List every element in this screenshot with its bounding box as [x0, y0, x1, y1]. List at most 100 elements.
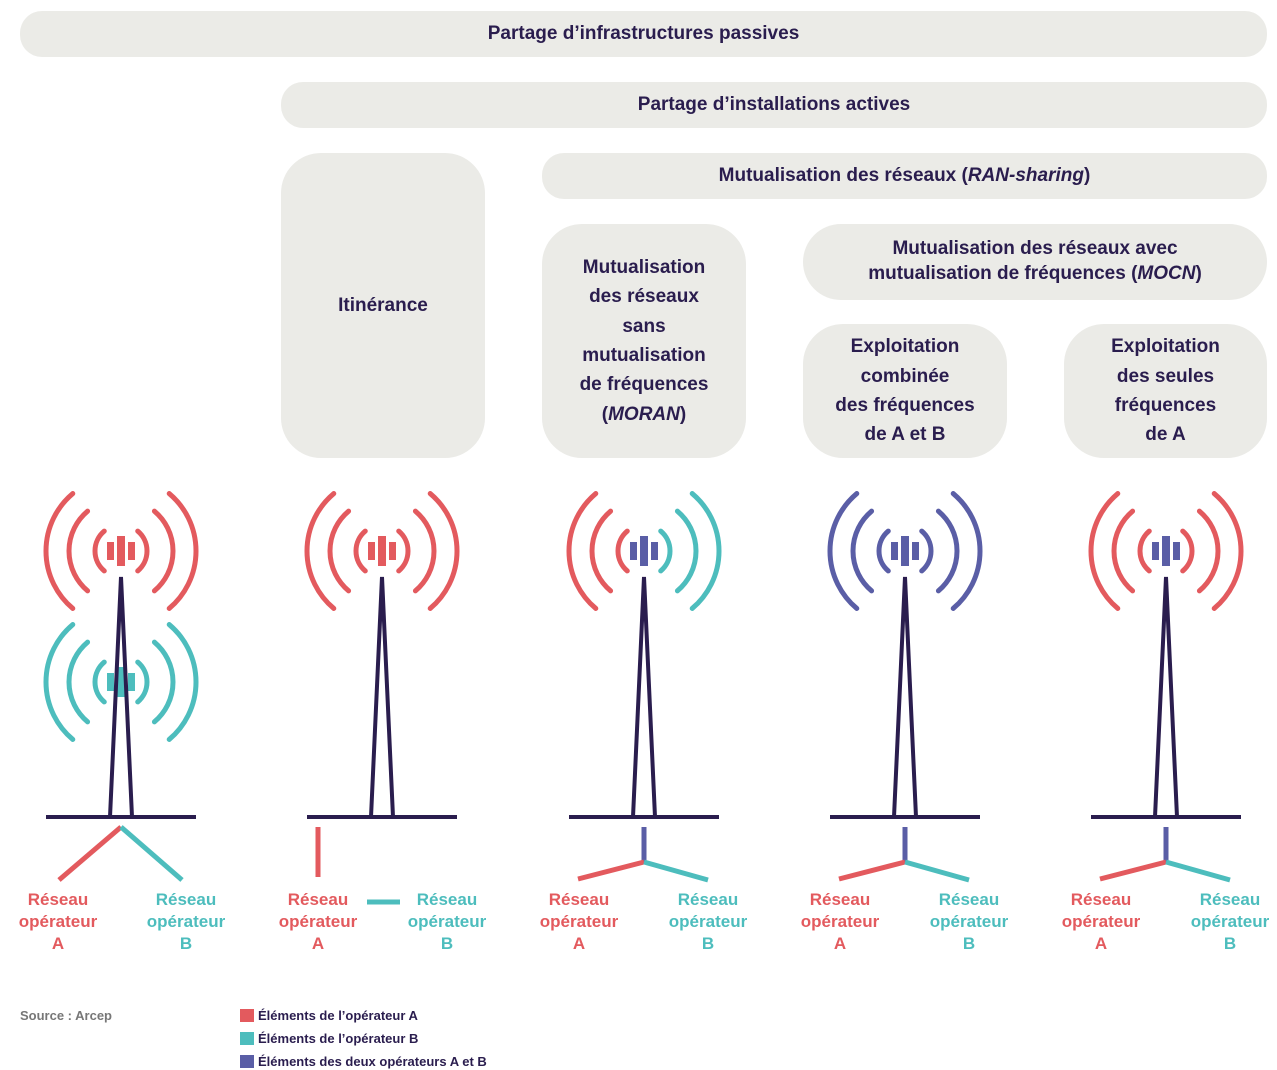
- tower2-signal-antenna-left: [368, 542, 375, 560]
- tower3-signal-antenna-right: [651, 542, 658, 560]
- tower4-signal-antenna-center: [901, 536, 909, 566]
- tower1-signal-b-wave-left-outer: [43, 622, 76, 742]
- box-moran-text: Mutualisation des réseaux sans mutualisa…: [579, 256, 709, 425]
- header-passive-text: Partage d’infrastructures passives: [487, 22, 800, 44]
- tower5-mast: [1153, 576, 1179, 818]
- header-ran-sharing: Mutualisation des réseaux (RAN-sharing): [542, 153, 1267, 199]
- tower5-link-b: [1165, 859, 1231, 883]
- tower1-signal-a-wave-left-middle: [66, 508, 91, 594]
- tower1-signal-b-wave-right-inner: [135, 659, 150, 705]
- tower2-signal-wave-right-inner: [396, 528, 411, 574]
- tower5-signal-wave-left-middle: [1111, 508, 1136, 594]
- tower3-signal-wave-left-inner: [615, 528, 630, 574]
- tower3-mast: [631, 576, 657, 818]
- tower4-link-b: [904, 859, 970, 883]
- tower1-link-a: [57, 825, 123, 882]
- tower1-signal-a-wave-right-middle: [151, 508, 176, 594]
- box-only-a-text: Exploitation des seules fréquences de A: [1111, 336, 1220, 446]
- tower1-signal-b-wave-left-middle: [66, 639, 91, 725]
- tower1-signal-a-wave-right-outer: [166, 491, 199, 611]
- tower4-signal-wave-left-inner: [876, 528, 891, 574]
- tower1-mast: [108, 576, 134, 818]
- tower2-signal-wave-right-middle: [412, 508, 437, 594]
- network-label-a-1: Réseau opérateur A: [18, 890, 98, 954]
- tower5-link-a: [1099, 859, 1167, 882]
- tower4-signal-antenna-left: [891, 542, 898, 560]
- network-label-b-2: Réseau opérateur B: [407, 890, 487, 954]
- legend-item-shared: Éléments des deux opérateurs A et B: [240, 1054, 487, 1069]
- box-moran: Mutualisation des réseaux sans mutualisa…: [542, 224, 746, 458]
- tower1-signal-a-wave-right-inner: [135, 528, 150, 574]
- tower5-signal-antenna-center: [1162, 536, 1170, 566]
- tower4-signal-antenna-right: [912, 542, 919, 560]
- box-only-a-frequencies: Exploitation des seules fréquences de A: [1064, 324, 1267, 458]
- tower2-signal-wave-right-outer: [427, 491, 460, 611]
- legend-item-b: Éléments de l’opérateur B: [240, 1031, 418, 1046]
- tower5-signal-wave-left-inner: [1137, 528, 1152, 574]
- tower1-signal-a-antenna-center: [117, 536, 125, 566]
- tower3-signal-wave-right-outer: [689, 491, 722, 611]
- tower5-signal-antenna-right: [1173, 542, 1180, 560]
- tower4-signal-wave-left-middle: [850, 508, 875, 594]
- tower3-signal-wave-right-inner: [658, 528, 673, 574]
- tower3-link-b: [643, 859, 709, 883]
- tower4-link-a: [838, 859, 906, 882]
- tower5-signal-wave-right-outer: [1211, 491, 1244, 611]
- box-itinerance-text: Itinérance: [338, 294, 428, 316]
- tower1-signal-b-wave-left-inner: [92, 659, 107, 705]
- tower2-signal-wave-left-middle: [327, 508, 352, 594]
- header-active-text: Partage d’installations actives: [637, 93, 911, 115]
- tower2-signal-wave-left-outer: [304, 491, 337, 611]
- tower5-signal-wave-right-middle: [1196, 508, 1221, 594]
- network-label-b-5: Réseau opérateur B: [1190, 890, 1270, 954]
- tower4-signal-wave-right-outer: [950, 491, 983, 611]
- tower3-signal-antenna-left: [630, 542, 637, 560]
- network-label-b-1: Réseau opérateur B: [146, 890, 226, 954]
- box-combined-text: Exploitation combinée des fréquences de …: [835, 336, 975, 446]
- tower3-signal-wave-left-middle: [589, 508, 614, 594]
- network-label-a-4: Réseau opérateur A: [800, 890, 880, 954]
- network-label-a-5: Réseau opérateur A: [1061, 890, 1141, 954]
- box-itinerance: Itinérance: [281, 153, 485, 458]
- tower4-mast: [892, 576, 918, 818]
- header-ran-text: Mutualisation des réseaux (RAN-sharing): [718, 164, 1091, 186]
- network-label-b-3: Réseau opérateur B: [668, 890, 748, 954]
- tower2-mast: [369, 576, 395, 818]
- tower2-signal-antenna-center: [378, 536, 386, 566]
- tower1-signal-a-antenna-left: [107, 542, 114, 560]
- source-note: Source : Arcep: [20, 1008, 112, 1023]
- tower1-signal-a-wave-left-inner: [92, 528, 107, 574]
- network-label-a-3: Réseau opérateur A: [539, 890, 619, 954]
- legend-swatch-a: [240, 1009, 254, 1022]
- tower3-signal-wave-right-middle: [674, 508, 699, 594]
- tower1-signal-a-antenna-right: [128, 542, 135, 560]
- tower2-signal-wave-left-inner: [353, 528, 368, 574]
- tower4-signal-wave-left-outer: [827, 491, 860, 611]
- tower1-link-b: [119, 825, 184, 882]
- tower3-signal-wave-left-outer: [566, 491, 599, 611]
- network-label-b-4: Réseau opérateur B: [929, 890, 1009, 954]
- tower1-signal-b-wave-right-outer: [166, 622, 199, 742]
- tower1-signal-b-antenna-left: [107, 673, 114, 691]
- box-combined-frequencies: Exploitation combinée des fréquences de …: [803, 324, 1007, 458]
- tower1-signal-a-wave-left-outer: [43, 491, 76, 611]
- network-label-a-2: Réseau opérateur A: [278, 890, 358, 954]
- legend-label-shared: Éléments des deux opérateurs A et B: [258, 1054, 487, 1069]
- tower1-signal-b-wave-right-middle: [151, 639, 176, 725]
- tower5-signal-wave-right-inner: [1180, 528, 1195, 574]
- tower3-signal-antenna-center: [640, 536, 648, 566]
- header-active-sharing: Partage d’installations actives: [281, 82, 1267, 128]
- legend-label-b: Éléments de l’opérateur B: [258, 1031, 419, 1046]
- tower1-signal-b-antenna-center: [117, 667, 125, 697]
- legend-item-a: Éléments de l’opérateur A: [240, 1008, 418, 1023]
- tower2-signal-antenna-right: [389, 542, 396, 560]
- legend-swatch-b: [240, 1032, 254, 1045]
- tower5-signal-antenna-left: [1152, 542, 1159, 560]
- tower1-signal-b-antenna-right: [128, 673, 135, 691]
- tower5-signal-wave-left-outer: [1088, 491, 1121, 611]
- tower3-link-a: [577, 859, 645, 882]
- header-passive-sharing: Partage d’infrastructures passives: [20, 11, 1267, 57]
- tower4-signal-wave-right-inner: [919, 528, 934, 574]
